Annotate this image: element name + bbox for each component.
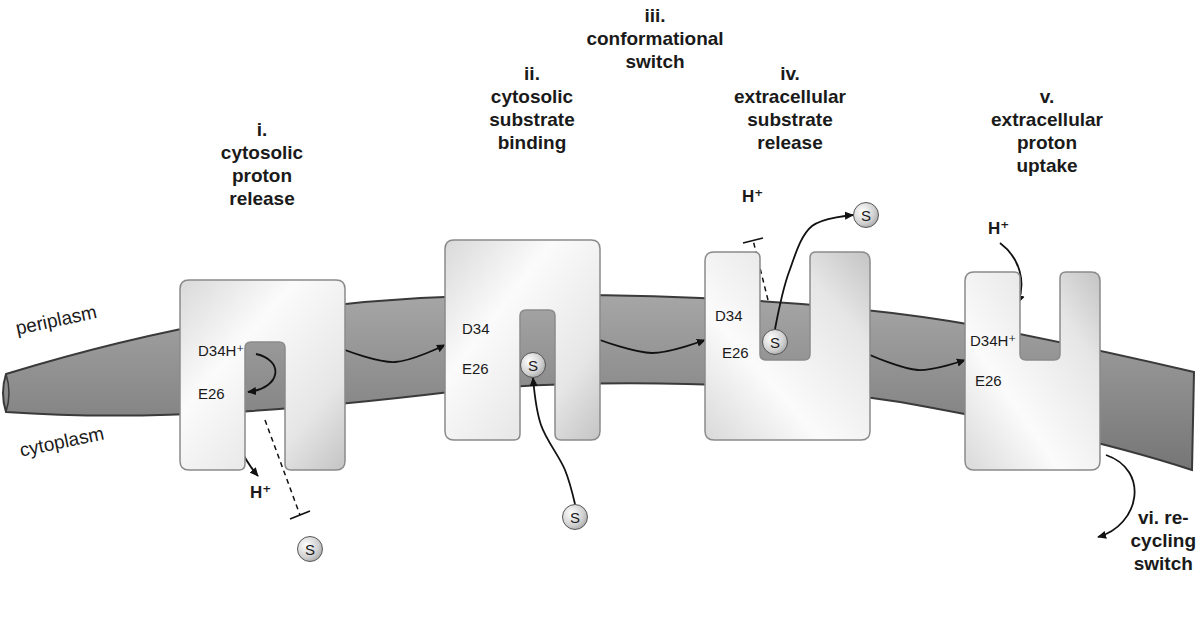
residue-label: E26 <box>462 360 489 378</box>
protein-body <box>445 240 600 440</box>
inhibition-bar <box>290 511 310 519</box>
substrate-label: S <box>528 358 538 373</box>
step-label: i. cytosolic proton release <box>221 118 303 210</box>
protein-outline <box>965 272 1100 470</box>
substrate-circle: S <box>520 352 546 378</box>
substrate-circle: S <box>297 536 323 562</box>
compartment-label: periplasm <box>14 301 99 340</box>
residue-label: D34H⁺ <box>198 342 244 360</box>
step-label: ii. cytosolic substrate binding <box>489 62 575 154</box>
protein-outline <box>445 240 600 440</box>
transporter-protein: D34E26 S <box>445 240 600 440</box>
proton-label: H⁺ <box>250 482 271 503</box>
residue-label: E26 <box>722 344 749 362</box>
transporter-protein: D34H⁺ E26 <box>965 272 1100 470</box>
substrate-circle: S <box>762 329 788 355</box>
proton-label: H⁺ <box>742 186 763 207</box>
transporter-protein: D34H⁺ E26 <box>180 280 345 470</box>
substrate-label: S <box>770 335 780 350</box>
substrate-circle: S <box>562 504 588 530</box>
proton-label: H⁺ <box>988 218 1009 239</box>
recycling-arrow <box>1098 455 1135 537</box>
inhibition-bar <box>743 238 763 243</box>
residue-label: D34 <box>462 320 490 338</box>
membrane-end <box>6 374 9 412</box>
residue-label: D34H⁺ <box>970 332 1016 350</box>
substrate-circle: S <box>853 202 879 228</box>
substrate-label: S <box>861 208 871 223</box>
protein-body <box>965 272 1100 470</box>
residue-label: E26 <box>975 372 1002 390</box>
step-label: iii. conformational switch <box>586 4 723 73</box>
step-label: vi. re-cycling switch <box>1131 506 1196 575</box>
transporter-protein: D34E26 S <box>705 252 870 440</box>
protein-body <box>705 252 870 440</box>
step-arrow <box>345 345 445 362</box>
step-label: v. extracellular proton uptake <box>991 85 1103 177</box>
step-arrow <box>870 355 965 370</box>
proton-transfer-arrow <box>248 354 275 392</box>
protein-outline <box>180 280 345 470</box>
residue-label: D34 <box>715 307 743 325</box>
compartment-label: cytoplasm <box>18 422 106 461</box>
residue-label: E26 <box>198 385 225 403</box>
substrate-label: S <box>305 542 315 557</box>
protein-body <box>180 280 345 470</box>
substrate-label: S <box>570 510 580 525</box>
step-label: iv. extracellular substrate release <box>734 62 846 154</box>
step-arrow <box>600 340 705 353</box>
